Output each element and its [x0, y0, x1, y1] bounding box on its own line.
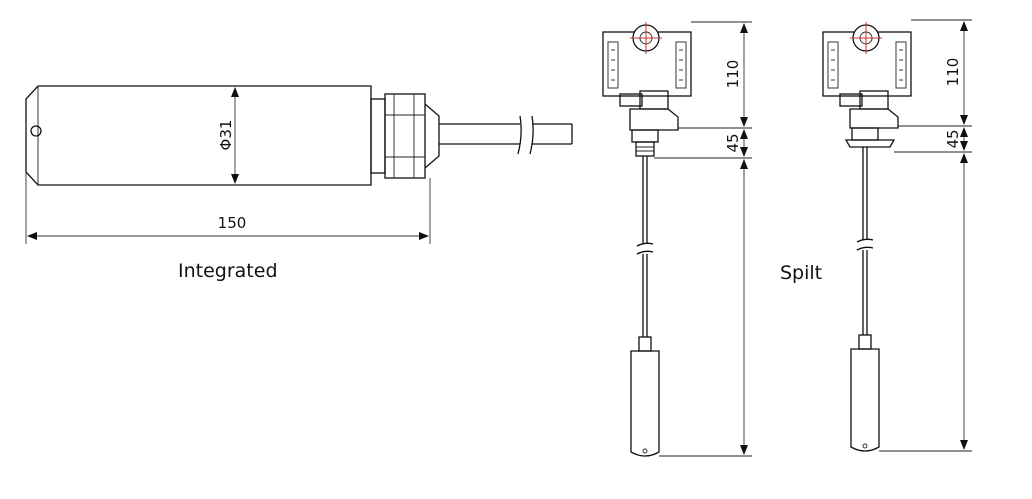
diameter-label: Φ31: [217, 120, 235, 151]
probe-a: [630, 336, 660, 457]
split-view-b: 110 45: [822, 19, 972, 452]
cable-gland: [370, 93, 440, 179]
dimensions-b: 110 45: [879, 19, 972, 452]
flange-b: [844, 139, 896, 148]
split-view-a: 110 45: [602, 21, 752, 457]
dimensions-a: 110 45: [654, 21, 752, 457]
transmitter-head-b: [822, 22, 912, 97]
split-caption: Spilt: [780, 262, 822, 284]
neck-height-label-b: 45: [944, 129, 962, 148]
neck-b: [844, 108, 899, 148]
probe-b: [850, 334, 880, 452]
head-height-label-a: 110: [724, 60, 742, 89]
head-height-label-b: 110: [944, 58, 962, 87]
neck-height-label-a: 45: [724, 133, 742, 152]
cable-break-mark-a: [636, 242, 654, 247]
cable: [439, 115, 573, 155]
length-label: 150: [218, 214, 247, 232]
integrated-view: Φ31 150 Integrated: [25, 85, 573, 282]
integrated-probe-body: [25, 85, 372, 186]
cable-break-mark-b: [856, 238, 874, 243]
mounting-hole: [30, 125, 42, 137]
cable-a: [636, 156, 654, 337]
integrated-caption: Integrated: [178, 260, 278, 282]
neck-a: [629, 108, 679, 157]
cable-b: [856, 147, 874, 335]
connector-a: [619, 90, 669, 110]
connector-b: [839, 90, 889, 110]
cable-break-mark: [517, 115, 522, 155]
transmitter-head-a: [602, 22, 692, 97]
diameter-dimension: Φ31: [217, 87, 239, 184]
length-dimension: 150: [25, 172, 431, 244]
